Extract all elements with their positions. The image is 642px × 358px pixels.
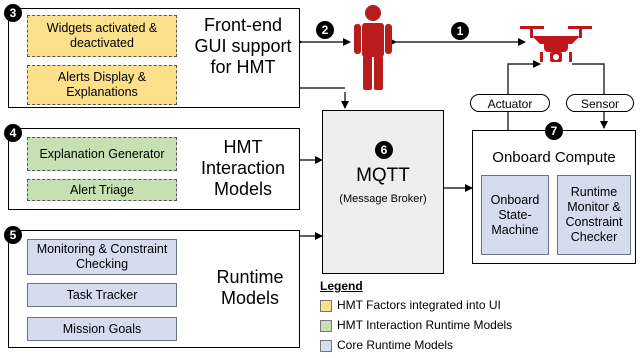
legend-entry-interaction: HMT Interaction Runtime Models: [320, 318, 512, 333]
interaction-number-badge: 4: [4, 124, 22, 142]
state-machine-chip: Onboard State-Machine: [481, 175, 549, 255]
legend-title: Legend: [320, 279, 363, 293]
runtime-panel: Monitoring & Constraint Checking Task Tr…: [8, 230, 300, 348]
legend-label-interaction: HMT Interaction Runtime Models: [337, 318, 513, 332]
explanation-chip-label: Explanation Generator: [39, 146, 165, 161]
monitoring-chip: Monitoring & Constraint Checking: [27, 239, 177, 275]
legend-entry-ui: HMT Factors integrated into UI: [320, 298, 501, 313]
mqtt-subtitle: (Message Broker): [339, 193, 427, 205]
legend-swatch-yellow: [320, 299, 332, 312]
explanation-chip: Explanation Generator: [27, 137, 177, 171]
alert-triage-chip: Alert Triage: [27, 179, 177, 201]
frontend-gui-panel: Widgets activated & deactivated Alerts D…: [8, 8, 300, 108]
interaction-panel: Explanation Generator Alert Triage HMT I…: [8, 128, 300, 210]
widgets-chip: Widgets activated & deactivated: [27, 15, 177, 57]
monitoring-chip-label: Monitoring & Constraint Checking: [36, 242, 168, 271]
frontend-number-badge: 3: [4, 4, 22, 22]
legend-label-ui: HMT Factors integrated into UI: [337, 298, 501, 312]
link-badge-1: 1: [451, 22, 469, 40]
runtime-monitor-chip-label: Runtime Monitor & Constraint Checker: [565, 185, 623, 244]
legend-swatch-green: [320, 319, 332, 332]
link-badge-2: 2: [316, 21, 334, 39]
mqtt-number-badge: 6: [375, 141, 393, 159]
onboard-number-badge: 7: [545, 122, 563, 140]
mission-goals-chip: Mission Goals: [27, 317, 177, 341]
interaction-title: HMT Interaction Models: [200, 137, 286, 199]
legend-label-core: Core Runtime Models: [337, 338, 454, 352]
sensor-pill: Sensor: [566, 94, 634, 112]
onboard-panel: Onboard Compute Onboard State-Machine Ru…: [472, 130, 636, 264]
alert-triage-chip-label: Alert Triage: [70, 182, 134, 197]
runtime-title: Runtime Models: [216, 267, 284, 308]
task-tracker-chip: Task Tracker: [27, 283, 177, 307]
runtime-monitor-chip: Runtime Monitor & Constraint Checker: [557, 175, 631, 255]
widgets-chip-label: Widgets activated & deactivated: [46, 21, 158, 50]
state-machine-chip-label: Onboard State-Machine: [490, 192, 540, 237]
runtime-number-badge: 5: [4, 226, 22, 244]
human-operator-icon: [354, 5, 392, 90]
actuator-pill: Actuator: [470, 94, 550, 112]
legend-entry-core: Core Runtime Models: [320, 338, 453, 353]
mqtt-title: MQTT: [356, 165, 410, 186]
frontend-title: Front-end GUI support for HMT: [194, 15, 292, 77]
alerts-chip-label: Alerts Display & Explanations: [57, 70, 147, 99]
task-tracker-chip-label: Task Tracker: [66, 287, 138, 302]
alerts-chip: Alerts Display & Explanations: [27, 65, 177, 105]
mission-goals-chip-label: Mission Goals: [62, 321, 142, 336]
mqtt-panel: 6 MQTT (Message Broker): [322, 110, 444, 274]
legend-swatch-blue: [320, 339, 332, 352]
drone-icon: [520, 26, 592, 62]
onboard-title: Onboard Compute: [492, 149, 616, 166]
